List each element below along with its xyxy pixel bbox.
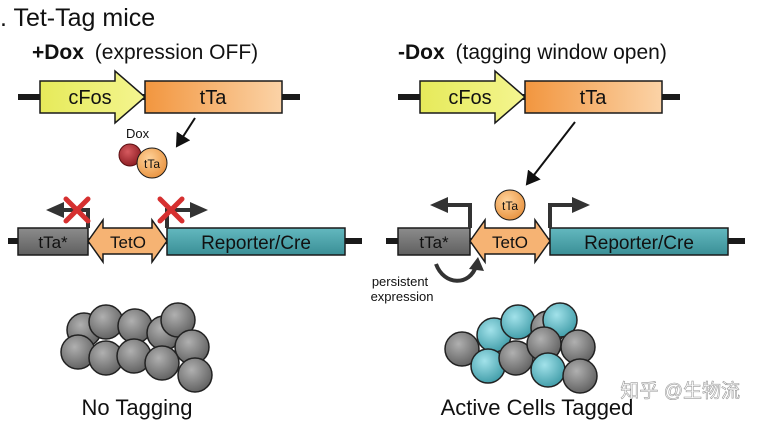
tta-gene-box bbox=[144, 80, 283, 114]
right-tta-star-label: tTa* bbox=[419, 233, 449, 252]
right-bound-tta-label: tTa bbox=[502, 199, 518, 213]
cell bbox=[498, 340, 534, 376]
left-panel: +Dox (expression OFF) cFos tTa Dox tTa t… bbox=[8, 41, 362, 420]
left-teto-label: TetO bbox=[110, 233, 146, 252]
tagged-cell bbox=[530, 352, 566, 388]
right-outcome-label: Active Cells Tagged bbox=[441, 395, 634, 420]
right-condition: -Dox bbox=[398, 41, 445, 64]
left-driver-construct: cFos tTa bbox=[18, 69, 300, 125]
block-cross-icon bbox=[157, 196, 185, 224]
right-reporter-construct: tTa* TetO Reporter/Cre bbox=[386, 197, 745, 283]
cell bbox=[117, 308, 153, 344]
right-driver-construct: cFos tTa bbox=[398, 69, 680, 125]
left-bound-tta-label: tTa bbox=[144, 157, 160, 171]
expression-arrow bbox=[525, 121, 576, 186]
right-tta-label: tTa bbox=[580, 87, 608, 109]
tta-star-box bbox=[397, 227, 471, 256]
tta-protein-bound bbox=[136, 147, 168, 179]
tta-gene-box bbox=[524, 80, 663, 114]
cell bbox=[144, 345, 180, 381]
left-tta-label: tTa bbox=[200, 87, 228, 109]
loop-note-line1: persistent bbox=[372, 274, 429, 289]
loop-arrow-icon bbox=[434, 257, 484, 283]
bent-arrow-icon bbox=[430, 197, 472, 228]
figure-title: . Tet-Tag mice bbox=[0, 4, 155, 32]
cell bbox=[562, 358, 598, 394]
right-cell-cluster bbox=[444, 302, 598, 394]
right-reporter-label: Reporter/Cre bbox=[584, 233, 694, 254]
expression-arrow bbox=[175, 117, 196, 148]
left-reporter-label: Reporter/Cre bbox=[201, 233, 311, 254]
left-tta-star-label: tTa* bbox=[38, 233, 68, 252]
reporter-cre-box bbox=[549, 227, 729, 256]
blocked-left-arrowhead bbox=[46, 202, 64, 218]
dox-label: Dox bbox=[126, 126, 150, 141]
left-condition-header: +Dox (expression OFF) bbox=[32, 41, 258, 64]
block-cross-icon bbox=[63, 196, 91, 224]
left-condition-note: (expression OFF) bbox=[95, 41, 258, 64]
cell bbox=[177, 357, 213, 393]
cfos-promoter-arrow bbox=[39, 69, 147, 125]
tta-star-box bbox=[17, 227, 89, 256]
reporter-cre-box bbox=[166, 227, 346, 256]
cell bbox=[444, 331, 480, 367]
left-cell-cluster bbox=[60, 302, 213, 393]
right-panel: -Dox (tagging window open) cFos tTa tTa … bbox=[371, 41, 745, 420]
blocked-right-arrowhead bbox=[190, 202, 208, 218]
right-condition-note: (tagging window open) bbox=[456, 41, 667, 64]
right-cfos-label: cFos bbox=[448, 87, 491, 109]
right-condition-header: -Dox (tagging window open) bbox=[398, 41, 667, 64]
left-reporter-construct: tTa* TetO Reporter/Cre bbox=[8, 196, 362, 265]
left-condition: +Dox bbox=[32, 41, 84, 64]
loop-note-line2: expression bbox=[371, 289, 434, 304]
watermark: 知乎 @生物流 bbox=[620, 380, 740, 402]
left-outcome-label: No Tagging bbox=[82, 395, 193, 420]
right-teto-label: TetO bbox=[492, 233, 528, 252]
bent-arrow-icon bbox=[548, 197, 590, 228]
left-cfos-label: cFos bbox=[68, 87, 111, 109]
cfos-promoter-arrow bbox=[419, 69, 527, 125]
blocked-right-transcription-arrow bbox=[165, 208, 192, 228]
tta-protein-bound bbox=[494, 189, 526, 221]
